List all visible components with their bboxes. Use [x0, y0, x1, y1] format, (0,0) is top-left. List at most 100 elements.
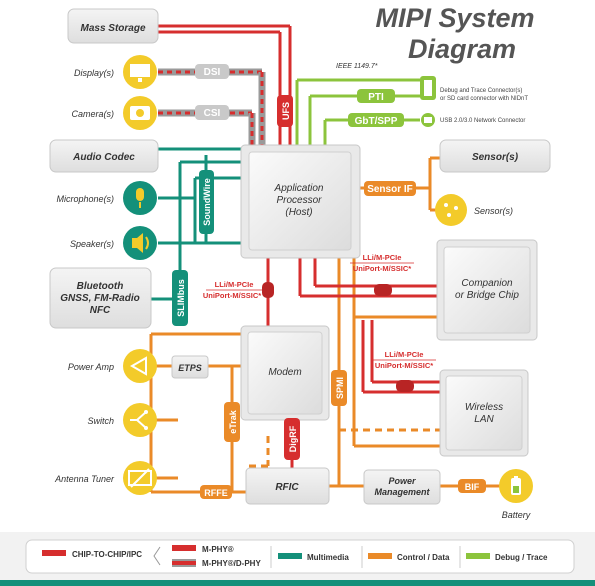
tag-sensor-if: Sensor IF: [364, 181, 416, 196]
box-bluetooth: Bluetooth GNSS, FM-Radio NFC: [49, 267, 152, 329]
legend-label-chip: CHIP-TO-CHIP/IPC: [72, 550, 142, 559]
tag-pti: PTI: [357, 89, 395, 103]
svg-text:GNSS, FM-Radio: GNSS, FM-Radio: [60, 293, 139, 304]
box-etps: ETPS: [171, 355, 209, 379]
battery-icon: [499, 469, 533, 503]
label-switch: Switch: [87, 416, 114, 426]
svg-text:SPMI: SPMI: [335, 377, 345, 399]
annotation-lli-1: LLi/M-PCIe: [215, 280, 254, 289]
legend-label-control: Control / Data: [397, 553, 450, 562]
tag-slimbus: SLIMbus: [172, 270, 188, 326]
legend-label-mphy: M-PHY®: [202, 545, 234, 554]
microphone-icon: [123, 181, 157, 215]
tag-rffe: RFFE: [200, 485, 232, 499]
connector-ap-modem: [262, 282, 274, 298]
label-camera: Camera(s): [71, 109, 114, 119]
svg-text:RFIC: RFIC: [275, 482, 299, 493]
sensor-icon: [435, 194, 467, 226]
annotation-uniport-3: UniPort-M/SSIC*: [375, 361, 433, 370]
label-display: Display(s): [74, 68, 114, 78]
svg-text:(Host): (Host): [285, 207, 312, 218]
legend-swatch-debug: [466, 553, 490, 559]
label-antenna-tuner: Antenna Tuner: [54, 474, 115, 484]
annotation-uniport-2: UniPort-M/SSIC*: [353, 264, 411, 273]
annotation-usb: USB 2.0/3.0 Network Connector: [440, 118, 525, 124]
annotation-lli-3: LLi/M-PCIe: [385, 350, 424, 359]
tag-spmi: SPMI: [331, 370, 347, 406]
legend-swatch-multimedia: [278, 553, 302, 559]
switch-icon: [123, 403, 157, 437]
label-battery: Battery: [502, 510, 531, 520]
svg-text:Mass Storage: Mass Storage: [80, 23, 145, 34]
svg-text:Modem: Modem: [268, 367, 301, 378]
legend-label-multimedia: Multimedia: [307, 553, 349, 562]
tag-bif: BIF: [458, 479, 486, 493]
box-audio-codec: Audio Codec: [49, 139, 159, 173]
box-modem: Modem: [240, 325, 330, 421]
label-power-amp: Power Amp: [68, 362, 114, 372]
box-application-processor: Application Processor (Host): [240, 144, 361, 259]
svg-text:Audio Codec: Audio Codec: [72, 152, 135, 163]
tag-dsi: DSI: [195, 64, 229, 79]
svg-text:CSI: CSI: [204, 108, 221, 119]
tag-csi: CSI: [195, 105, 229, 120]
legend-swatch-chip: [42, 550, 66, 556]
connector-wireless: [396, 380, 414, 392]
legend-swatch-mphy: [172, 545, 196, 551]
svg-text:Sensor IF: Sensor IF: [367, 184, 413, 195]
svg-text:SLIMbus: SLIMbus: [176, 279, 186, 317]
link-connectors: [262, 282, 414, 392]
svg-text:Power: Power: [388, 476, 416, 486]
antenna-tuner-icon: [123, 461, 157, 495]
camera-icon: [123, 96, 157, 130]
svg-text:eTrak: eTrak: [228, 409, 238, 434]
box-sensors: Sensor(s): [439, 139, 551, 173]
svg-text:Wireless: Wireless: [465, 402, 503, 413]
annotation-debug-connector-1: Debug and Trace Connector(s): [440, 88, 522, 94]
dashed-control-lines: [246, 428, 440, 468]
tag-ufs: UFS: [277, 95, 293, 127]
tag-etrak: eTrak: [224, 402, 240, 442]
annotation-lli-2: LLi/M-PCIe: [363, 253, 402, 262]
tag-gbt: GbT/SPP: [348, 113, 404, 127]
legend-label-mphy-dphy: M-PHY®/D-PHY: [202, 559, 261, 568]
label-sensor: Sensor(s): [474, 206, 513, 216]
tag-digrf: DigRF: [284, 418, 300, 460]
svg-text:Application: Application: [274, 183, 324, 194]
box-power-management: Power Management: [363, 469, 441, 505]
power-amp-icon: [123, 349, 157, 383]
annotation-debug-connector-2: or SD card connector with NIDnT: [440, 96, 528, 102]
svg-text:UFS: UFS: [281, 102, 291, 120]
svg-text:Processor: Processor: [276, 195, 322, 206]
svg-text:Sensor(s): Sensor(s): [472, 152, 519, 163]
box-mass-storage: Mass Storage: [67, 8, 159, 44]
svg-text:GbT/SPP: GbT/SPP: [355, 116, 398, 127]
display-icon: [123, 55, 157, 89]
speaker-icon: [123, 226, 157, 260]
svg-text:PTI: PTI: [368, 92, 384, 103]
svg-text:SoundWire: SoundWire: [202, 178, 212, 225]
connector-ap-companion: [374, 284, 392, 296]
svg-text:ETPS: ETPS: [178, 363, 202, 373]
svg-text:BIF: BIF: [465, 482, 480, 492]
legend-swatch-control: [368, 553, 392, 559]
usb-icon: [421, 113, 435, 127]
label-microphone: Microphone(s): [56, 194, 114, 204]
legend-label-debug: Debug / Trace: [495, 553, 548, 562]
svg-text:NFC: NFC: [90, 305, 111, 316]
svg-text:Management: Management: [374, 487, 430, 497]
box-rfic: RFIC: [245, 467, 330, 505]
connector-icon: [420, 76, 436, 100]
mphy-dphy-lines: [158, 24, 292, 145]
svg-text:or Bridge Chip: or Bridge Chip: [455, 290, 519, 301]
svg-text:Bluetooth: Bluetooth: [77, 281, 124, 292]
svg-text:DigRF: DigRF: [288, 425, 298, 452]
debug-trace-lines: [295, 78, 420, 145]
title-line-1: MIPI System: [375, 3, 534, 33]
annotation-uniport-1: UniPort-M/SSIC*: [203, 291, 261, 300]
legend: CHIP-TO-CHIP/IPC M-PHY® M-PHY®/D-PHY Mul…: [0, 532, 595, 586]
box-wireless-lan: Wireless LAN: [439, 369, 529, 457]
box-companion-chip: Companion or Bridge Chip: [436, 239, 538, 341]
svg-text:Companion: Companion: [461, 278, 513, 289]
